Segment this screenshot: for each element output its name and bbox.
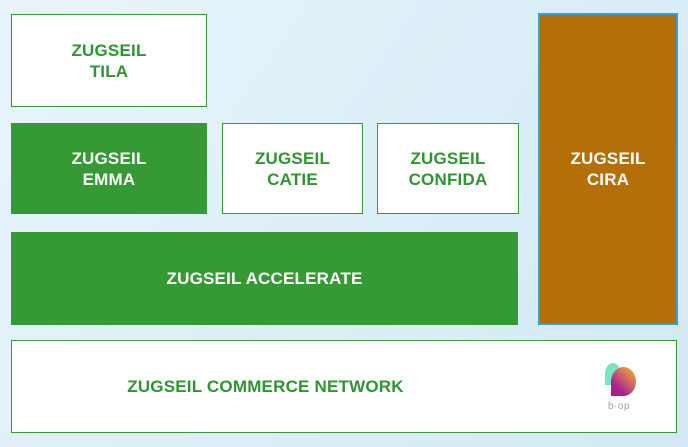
box-zugseil-catie: ZUGSEIL CATIE — [222, 123, 363, 214]
box-zugseil-catie-label-line1: ZUGSEIL — [254, 148, 331, 168]
box-zugseil-confida-label-line1: ZUGSEIL — [410, 148, 486, 168]
logo-gradient-teardrop-icon — [611, 367, 636, 396]
box-zugseil-emma-label-line1: ZUGSEIL — [71, 148, 147, 168]
bop-logo-mark-icon — [600, 361, 638, 396]
bop-logo-wordmark: b·op — [607, 401, 630, 412]
box-zugseil-confida: ZUGSEIL CONFIDA — [377, 123, 519, 214]
box-zugseil-commerce-network: ZUGSEIL COMMERCE NETWORK b·op — [11, 340, 677, 433]
box-zugseil-accelerate-label: ZUGSEIL ACCELERATE — [166, 269, 363, 288]
box-zugseil-tila-label-line2: TILA — [89, 61, 129, 81]
bop-logo: b·op — [597, 361, 641, 417]
commerce-label-container: ZUGSEIL COMMERCE NETWORK — [12, 341, 519, 432]
box-zugseil-accelerate: ZUGSEIL ACCELERATE — [11, 232, 518, 325]
box-zugseil-cira-label-line2: CIRA — [586, 170, 630, 189]
box-zugseil-catie-label-line2: CATIE — [267, 169, 318, 189]
box-zugseil-cira-label-line1: ZUGSEIL — [570, 149, 646, 168]
box-zugseil-emma: ZUGSEIL EMMA — [11, 123, 207, 214]
box-zugseil-cira: ZUGSEIL CIRA — [538, 13, 678, 325]
box-zugseil-tila-label-line1: ZUGSEIL — [71, 40, 147, 60]
box-zugseil-confida-label-line2: CONFIDA — [408, 169, 488, 189]
box-zugseil-tila: ZUGSEIL TILA — [11, 14, 207, 107]
box-zugseil-commerce-network-label: ZUGSEIL COMMERCE NETWORK — [127, 377, 404, 396]
box-zugseil-emma-label-line2: EMMA — [82, 169, 136, 189]
